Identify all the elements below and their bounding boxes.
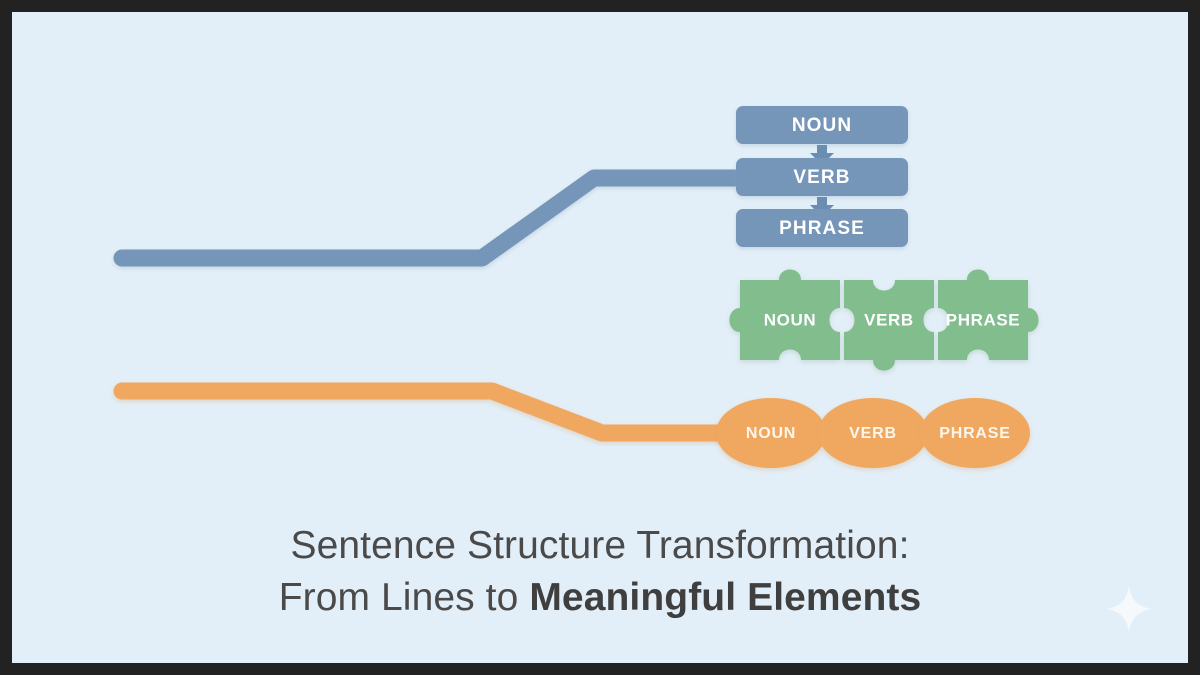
- blue-node-phrase-box: [736, 209, 908, 247]
- orange-node-phrase-shape: [920, 398, 1030, 468]
- blue-node-verb[interactable]: VERB: [736, 158, 908, 196]
- blue-node-phrase[interactable]: PHRASE: [736, 209, 908, 247]
- orange-node-noun[interactable]: NOUN: [716, 398, 826, 468]
- green-node-noun[interactable]: NOUN: [729, 269, 841, 361]
- green-node-phrase[interactable]: PHRASE: [938, 269, 1039, 361]
- green-node-noun-piece: [729, 269, 840, 360]
- blue-node-noun-box: [736, 106, 908, 144]
- blue-node-noun-label: NOUN: [792, 115, 852, 136]
- green-node-verb-label: VERB: [864, 310, 914, 329]
- orange-row: NOUN VERB PHRASE: [113, 382, 1030, 468]
- orange-node-noun-shape: [716, 398, 826, 468]
- green-row: NOUN VERB PHRASE: [113, 269, 1039, 371]
- title-line-2-emphasis: Meaningful Elements: [529, 576, 922, 619]
- sparkle-icon: [1106, 586, 1152, 632]
- blue-row: NOUN VERB: [113, 106, 908, 267]
- orange-node-phrase[interactable]: PHRASE: [920, 398, 1030, 468]
- title-line-2-prefix: From Lines to: [278, 576, 530, 619]
- blue-node-verb-label: VERB: [793, 167, 850, 188]
- green-node-verb-piece: [844, 280, 934, 371]
- orange-node-verb-shape: [818, 398, 928, 468]
- page-title: Sentence Structure Transformation: From …: [12, 520, 1188, 624]
- green-node-verb[interactable]: VERB: [844, 280, 934, 371]
- orange-node-noun-label: NOUN: [746, 425, 796, 442]
- green-node-phrase-label: PHRASE: [946, 310, 1020, 329]
- blue-node-noun[interactable]: NOUN: [736, 106, 908, 144]
- diagram-illustration: NOUN VERB: [113, 106, 1039, 468]
- green-node-phrase-piece: [938, 269, 1039, 360]
- green-node-noun-label: NOUN: [764, 310, 816, 329]
- blue-node-phrase-label: PHRASE: [779, 218, 865, 239]
- orange-node-verb-label: VERB: [849, 425, 897, 442]
- orange-node-phrase-label: PHRASE: [939, 425, 1010, 442]
- title-line-1: Sentence Structure Transformation:: [290, 524, 910, 567]
- title-line-2: From Lines to Meaningful Elements: [12, 572, 1188, 624]
- blue-connector-line: [113, 169, 751, 267]
- slide-canvas: NOUN VERB: [12, 12, 1188, 663]
- orange-connector-line: [113, 382, 761, 442]
- blue-node-verb-box: [736, 158, 908, 196]
- orange-node-verb[interactable]: VERB: [818, 398, 928, 468]
